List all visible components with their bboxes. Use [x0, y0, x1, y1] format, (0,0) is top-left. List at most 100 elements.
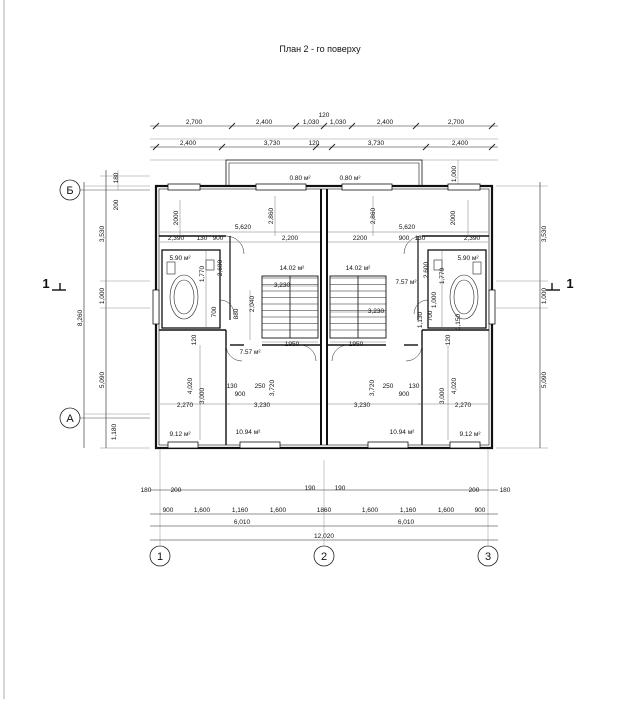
idim-l-r: 1,770	[439, 267, 446, 284]
idim-x-r: 1,000	[431, 291, 438, 308]
dim-l-2: 3,530	[99, 225, 106, 242]
idim-g-r: 2,860	[370, 207, 377, 224]
dim-b3: 12,020	[314, 533, 334, 540]
dim-b1-7: 1,600	[438, 507, 455, 514]
idim-a-r: 5,620	[399, 224, 416, 231]
dim-l-5: 1,180	[111, 423, 118, 440]
dim-b1-1: 1,600	[194, 507, 211, 514]
dim-top1-4: 2,400	[377, 119, 394, 126]
axis-1-label: 1	[157, 551, 163, 563]
idim-i-r: 3,230	[368, 308, 385, 315]
idim-h-r: 2000	[450, 210, 457, 225]
idim-o-r: 700	[427, 310, 434, 321]
internal-dimensions	[160, 196, 488, 440]
dim-top1-2: 1,030	[303, 119, 320, 126]
area-bed-right: 9.12 м²	[459, 431, 481, 438]
windows	[152, 183, 496, 449]
left-dimension-chains	[83, 170, 150, 449]
dim-top1-3: 1,030	[330, 119, 347, 126]
area-balcony-left: 0.80 м²	[289, 175, 311, 182]
idim-a-l: 5,620	[235, 224, 252, 231]
dim-r-0: 3,530	[541, 225, 548, 242]
labels: Б А 1 2 3 1 1 2,700 2,400 1,030 1,030 2,…	[42, 112, 573, 563]
idim-q-l: 4,020	[187, 377, 194, 394]
idim-r-l: 3,000	[199, 387, 206, 404]
idim-o-l: 700	[211, 306, 218, 317]
dim-top2-1: 3,730	[264, 140, 281, 147]
dim-b1-8: 900	[475, 507, 486, 514]
dim-bw-3: 190	[335, 485, 346, 492]
idim-d2-r: 900	[399, 391, 410, 398]
idim-n-r: 120	[445, 334, 452, 345]
dim-r-1: 1,000	[541, 287, 548, 304]
dim-b1-3: 1,600	[270, 507, 287, 514]
stairs	[262, 276, 386, 338]
idim-c-l: 130	[197, 235, 208, 242]
idim-f-r: 2200	[353, 235, 368, 242]
idim-n-l: 120	[191, 334, 198, 345]
axis-3-label: 3	[485, 551, 491, 563]
dim-b1-2: 1,160	[232, 507, 249, 514]
area-living-right: 10.94 м²	[390, 429, 416, 436]
idim-s-r: 2,270	[455, 402, 472, 409]
idim-d-r: 900	[399, 235, 410, 242]
dim-b1-4: 1860	[317, 507, 332, 514]
idim-v-r: 1,130	[417, 311, 424, 328]
idim-i2-r: 3,230	[354, 402, 371, 409]
dim-top2-3: 3,730	[368, 140, 385, 147]
area-hall-left: 14.02 м²	[280, 265, 306, 272]
idim-q-r: 4,020	[451, 377, 458, 394]
idim-m-l: 2,600	[217, 259, 224, 276]
dim-bw-0: 180	[141, 487, 152, 494]
area-bed-left: 9.12 м²	[169, 431, 191, 438]
idim-g-l: 2,860	[268, 207, 275, 224]
idim-i-l: 3,230	[274, 282, 291, 289]
idim-c2-l: 130	[227, 383, 238, 390]
dim-b1-5: 1,600	[362, 507, 379, 514]
idim-c-r: 130	[415, 235, 426, 242]
dim-b1-6: 1,160	[400, 507, 417, 514]
dim-top1-1: 2,400	[256, 119, 273, 126]
axis-b-label: Б	[66, 185, 73, 197]
dim-top2-2: 120	[309, 140, 320, 147]
idim-j-l: 1950	[285, 341, 300, 348]
area-corridor-right: 7.57 м²	[395, 279, 417, 286]
dim-top2-0: 2,400	[180, 140, 197, 147]
idim-t-r: 250	[383, 383, 394, 390]
dim-l-3: 1,000	[99, 287, 106, 304]
dim-l-1: 200	[113, 199, 120, 210]
dim-top-mid: 120	[319, 112, 330, 119]
axis-1-bubble	[149, 545, 171, 567]
dim-bw-4: 200	[469, 487, 480, 494]
dim-bw-2: 190	[305, 485, 316, 492]
dim-b2-0: 6,010	[234, 519, 251, 526]
section-left-label: 1	[42, 276, 49, 291]
idim-d-l: 900	[213, 235, 224, 242]
doors	[219, 235, 429, 362]
dim-l-total: 8,260	[77, 309, 84, 326]
dim-top1-0: 2,700	[186, 119, 203, 126]
idim-h-l: 2000	[173, 210, 180, 225]
area-bath-right: 5.90 м²	[457, 255, 479, 262]
idim-u-r: 3,720	[369, 379, 376, 396]
dim-b1-0: 900	[163, 507, 174, 514]
idim-k-l: 2,040	[249, 295, 256, 312]
dim-bw-5: 180	[500, 487, 511, 494]
dim-l-4: 5,090	[99, 371, 106, 388]
idim-r-r: 3,000	[439, 387, 446, 404]
area-living-left: 10.94 м²	[236, 429, 262, 436]
area-corridor-left: 7.57 м²	[239, 349, 261, 356]
idim-b-r: 2,390	[464, 235, 481, 242]
axis-2-label: 2	[321, 551, 327, 563]
idim-j-r: 1950	[349, 341, 364, 348]
idim-u-l: 3,720	[269, 379, 276, 396]
section-marks	[52, 283, 560, 291]
idim-e-l: 2,200	[282, 235, 299, 242]
idim-l-l: 1,770	[199, 265, 206, 282]
dim-l-0: 180	[113, 172, 120, 183]
idim-w-r: 1,150	[455, 313, 462, 330]
area-bath-left: 5.90 м²	[169, 255, 191, 262]
idim-c2-r: 130	[409, 383, 420, 390]
